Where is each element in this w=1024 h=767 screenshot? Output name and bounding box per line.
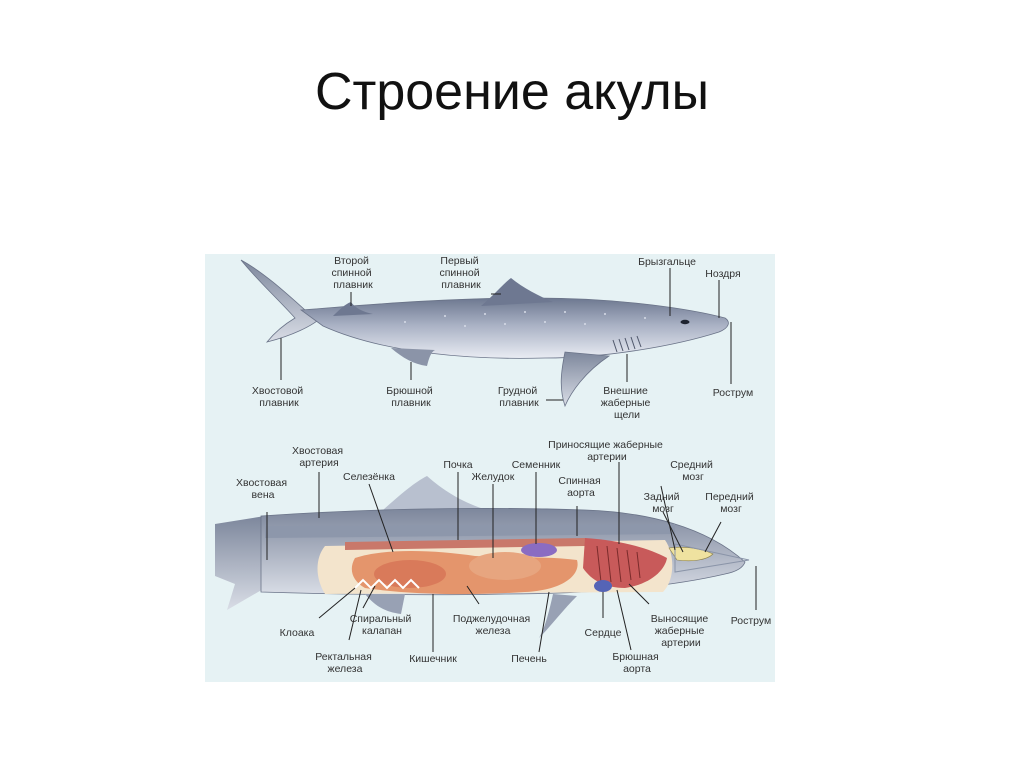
label-testis: Семенник xyxy=(512,459,561,471)
label-forebrain: Передний мозг xyxy=(705,491,756,515)
label-intestine: Кишечник xyxy=(409,653,457,665)
label-second-dorsal-fin: Второй спинной плавник xyxy=(331,255,374,291)
label-afferent-gill-arteries: Приносящие жаберные артерии xyxy=(548,439,666,463)
label-caudal-fin: Хвостовой плавник xyxy=(252,385,306,409)
label-heart: Сердце xyxy=(585,627,622,639)
label-hindbrain: Задний мозг xyxy=(644,491,683,515)
label-midbrain: Средний мозг xyxy=(670,459,716,483)
shark-external-view xyxy=(240,259,729,408)
label-first-dorsal-fin: Первый спинной плавник xyxy=(439,255,482,291)
label-ventral-aorta: Брюшная аорта xyxy=(612,651,661,675)
label-liver: Печень xyxy=(511,653,547,665)
label-rostrum-internal: Рострум xyxy=(731,615,772,627)
label-spiracle: Брызгальце xyxy=(638,256,696,268)
label-caudal-artery: Хвостовая артерия xyxy=(292,445,346,469)
shark-internal-view xyxy=(215,476,750,638)
shark-anatomy-diagram: Второй спинной плавник Первый спинной пл… xyxy=(215,255,772,675)
label-efferent-gill-arteries: Выносящие жаберные артерии xyxy=(651,613,711,649)
label-nostril: Ноздря xyxy=(705,268,740,280)
label-rectal-gland: Ректальная железа xyxy=(315,651,374,675)
label-cloaca: Клоака xyxy=(280,627,315,639)
slide-title: Строение акулы xyxy=(314,63,710,121)
label-stomach: Желудок xyxy=(472,471,515,483)
label-caudal-vein: Хвостовая вена xyxy=(236,477,290,501)
label-kidney: Почка xyxy=(443,459,472,471)
label-pancreas: Поджелудочная железа xyxy=(453,613,533,637)
label-pelvic-fin: Брюшной плавник xyxy=(386,385,435,409)
label-dorsal-aorta: Спинная аорта xyxy=(558,475,603,499)
label-rostrum-external: Рострум xyxy=(713,387,754,399)
label-spiral-valve: Спиральный калапан xyxy=(350,613,415,637)
label-external-gill-slits: Внешние жаберные щели xyxy=(601,385,654,421)
label-spleen: Селезёнка xyxy=(343,471,395,483)
label-pectoral-fin: Грудной плавник xyxy=(498,385,540,409)
